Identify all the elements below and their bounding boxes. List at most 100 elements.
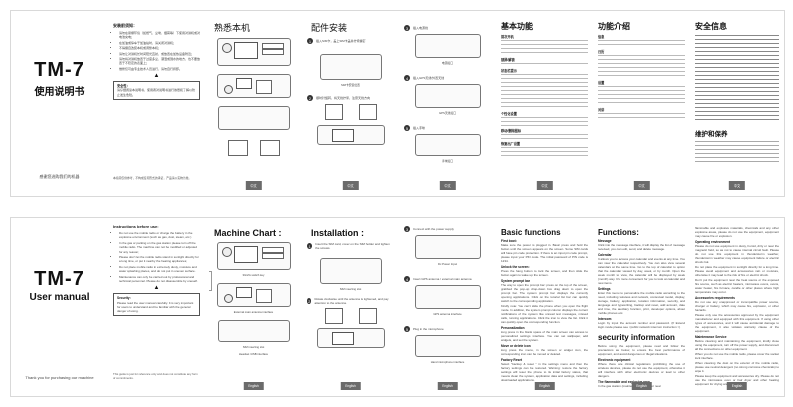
diagram-label: SIM inserting slot [339,287,362,291]
section-heading: Message [598,239,612,243]
section-text: Press the hang button to lock the screen… [501,269,588,277]
section-text: Do not use any unapproved or incompatibl… [695,300,779,312]
section-heading: 恢复出厂设置 [501,142,521,146]
security-title: 安全性： [117,84,130,89]
page-language-tab: 中文 [439,181,456,190]
screen-icon [331,129,354,142]
section-text: long press the menu, in the screen or wi… [501,348,588,356]
security-text: 请仔细阅读本说明书，使用者对说明书进行熟悉和了解以防止发生危险。 [117,88,196,97]
disclaimer-text: This guide is just for reference only an… [113,372,198,380]
antenna-diagram [321,104,381,120]
security-box: 安全性： 请仔细阅读本说明书，使用者对说明书进行熟悉和了解以防止发生危险。 [113,81,200,100]
section-heading: 锁屏/解锁 [501,58,515,62]
thanks-text: Thank you for purchasing our machine [25,375,94,380]
functions-title: Functions: [598,228,639,237]
functions-panel-cn: 功能介绍 信息 日历 设置 对讲 中文 [593,11,690,196]
instructions-panel-cn: 安装前须知： 请勿在易爆环境（如燃气、尘埃、烟雾等）下使用对讲机或对电池充电； … [108,11,205,196]
page-language-tab: English [534,382,555,390]
step-number-icon: 2 [307,95,313,101]
section-text [598,112,685,120]
radio-back-diagram [216,74,291,98]
section-text: Click into the message interface, it wil… [598,243,685,251]
section-text [501,62,588,66]
button-icon [261,247,284,253]
section-heading: Personalization [501,326,525,330]
instruction-item: 请勿在易爆环境（如燃气、尘埃、烟雾等）下使用对讲机或对电池充电； [119,31,200,40]
page-language-tab: English [243,382,264,390]
section-text [598,85,685,105]
instruction-item: Please don't let the mobile radio stand … [119,255,200,264]
bracket-icon [259,140,280,156]
bracket-icon [324,104,343,120]
section-text: Before using the equipment, please read … [598,344,685,356]
step-number-icon: 3 [404,25,410,31]
button-icon [261,49,284,55]
page-language-tab: 中文 [728,181,746,190]
button-icon [261,43,284,49]
section-text: Before cleaning and maintaining the equi… [695,339,779,351]
diagram-label: Dc Power Input [437,262,458,266]
instruction-item: 请勿让对讲机长时间阳光直射，或放置在加热设备附近； [119,52,200,56]
page-language-tab: 中文 [633,181,650,190]
step-number-icon: 4 [404,276,410,282]
security-title: Security: [117,296,131,301]
security-info-title: security information [598,333,675,342]
installation-title: Installation : [311,228,365,238]
manual-subtitle: User manual [29,292,90,303]
step-number-icon: 5 [404,326,410,332]
screen-icon [331,332,354,345]
section-text: Don't put the equipment near the heat so… [695,278,779,294]
radio-front-diagram [316,125,385,145]
instructions-list: Do not use the mobile radio or charge th… [113,231,200,283]
bracket-icon [324,308,343,324]
cover-panel-en: TM-7 User manual Thank you for purchasin… [11,218,108,396]
section-heading: Accessories requirements [695,296,735,300]
cover-title: TM-7 User manual [11,268,108,303]
instruction-item: 在加油或停车于加油站时，请关闭对讲机； [119,41,200,45]
radio-top-diagram [217,106,290,130]
bracket-icon [358,104,377,120]
section-heading: Operating environment [695,240,731,244]
sim-diagram [319,54,382,80]
step-number-icon: 1 [307,38,313,44]
step-number-icon: 2 [307,298,312,304]
machine-chart-panel-cn: 熟悉本机 中文 [205,11,302,196]
power-diagram [414,34,481,58]
instruction-item: 不得擅自改装本机或调整本机； [119,46,200,50]
machine-chart-title: 熟悉本机 [214,23,251,33]
section-heading: Calendar [598,253,612,257]
cover-title: TM-7 使用说明书 [11,59,108,98]
bracket-icon [358,308,377,324]
step-number-icon: 1 [307,243,313,249]
page-language-tab: 中文 [342,181,359,190]
fold-marker [209,271,212,292]
section-text: The way to open the prompt bar: press on… [501,283,588,303]
diagram-label: GPS antenna interface [433,312,462,316]
page-language-tab: English [437,382,458,390]
section-text [501,133,588,139]
section-heading: Electronic equipment [598,358,631,362]
section-text [598,54,685,78]
section-text: When cleaning the dust on the exterior o… [695,361,779,373]
security-box: Security: Please read the user manual ca… [113,293,200,317]
section-heading: First boot: [501,239,517,243]
instruction-item: Do not place mobile radio in extremely d… [119,265,200,274]
section-text [695,140,779,164]
instruction-item: Maintenance can only be carried out by p… [119,275,200,284]
functions-title: 功能介绍 [598,22,630,31]
connector-icon [223,294,233,303]
gps-diagram [414,84,481,108]
maintenance-title: 维护和保养 [695,131,728,138]
basic-functions-panel-cn: 基本功能 首次开机 锁屏/解锁 状态栏提示 个性化设置 移动/删除图标 恢复出厂… [496,11,593,196]
section-text: Kindly note: You can't slide the phone w… [501,304,588,324]
step-number-icon: 4 [404,75,410,81]
knob-icon [221,43,232,53]
